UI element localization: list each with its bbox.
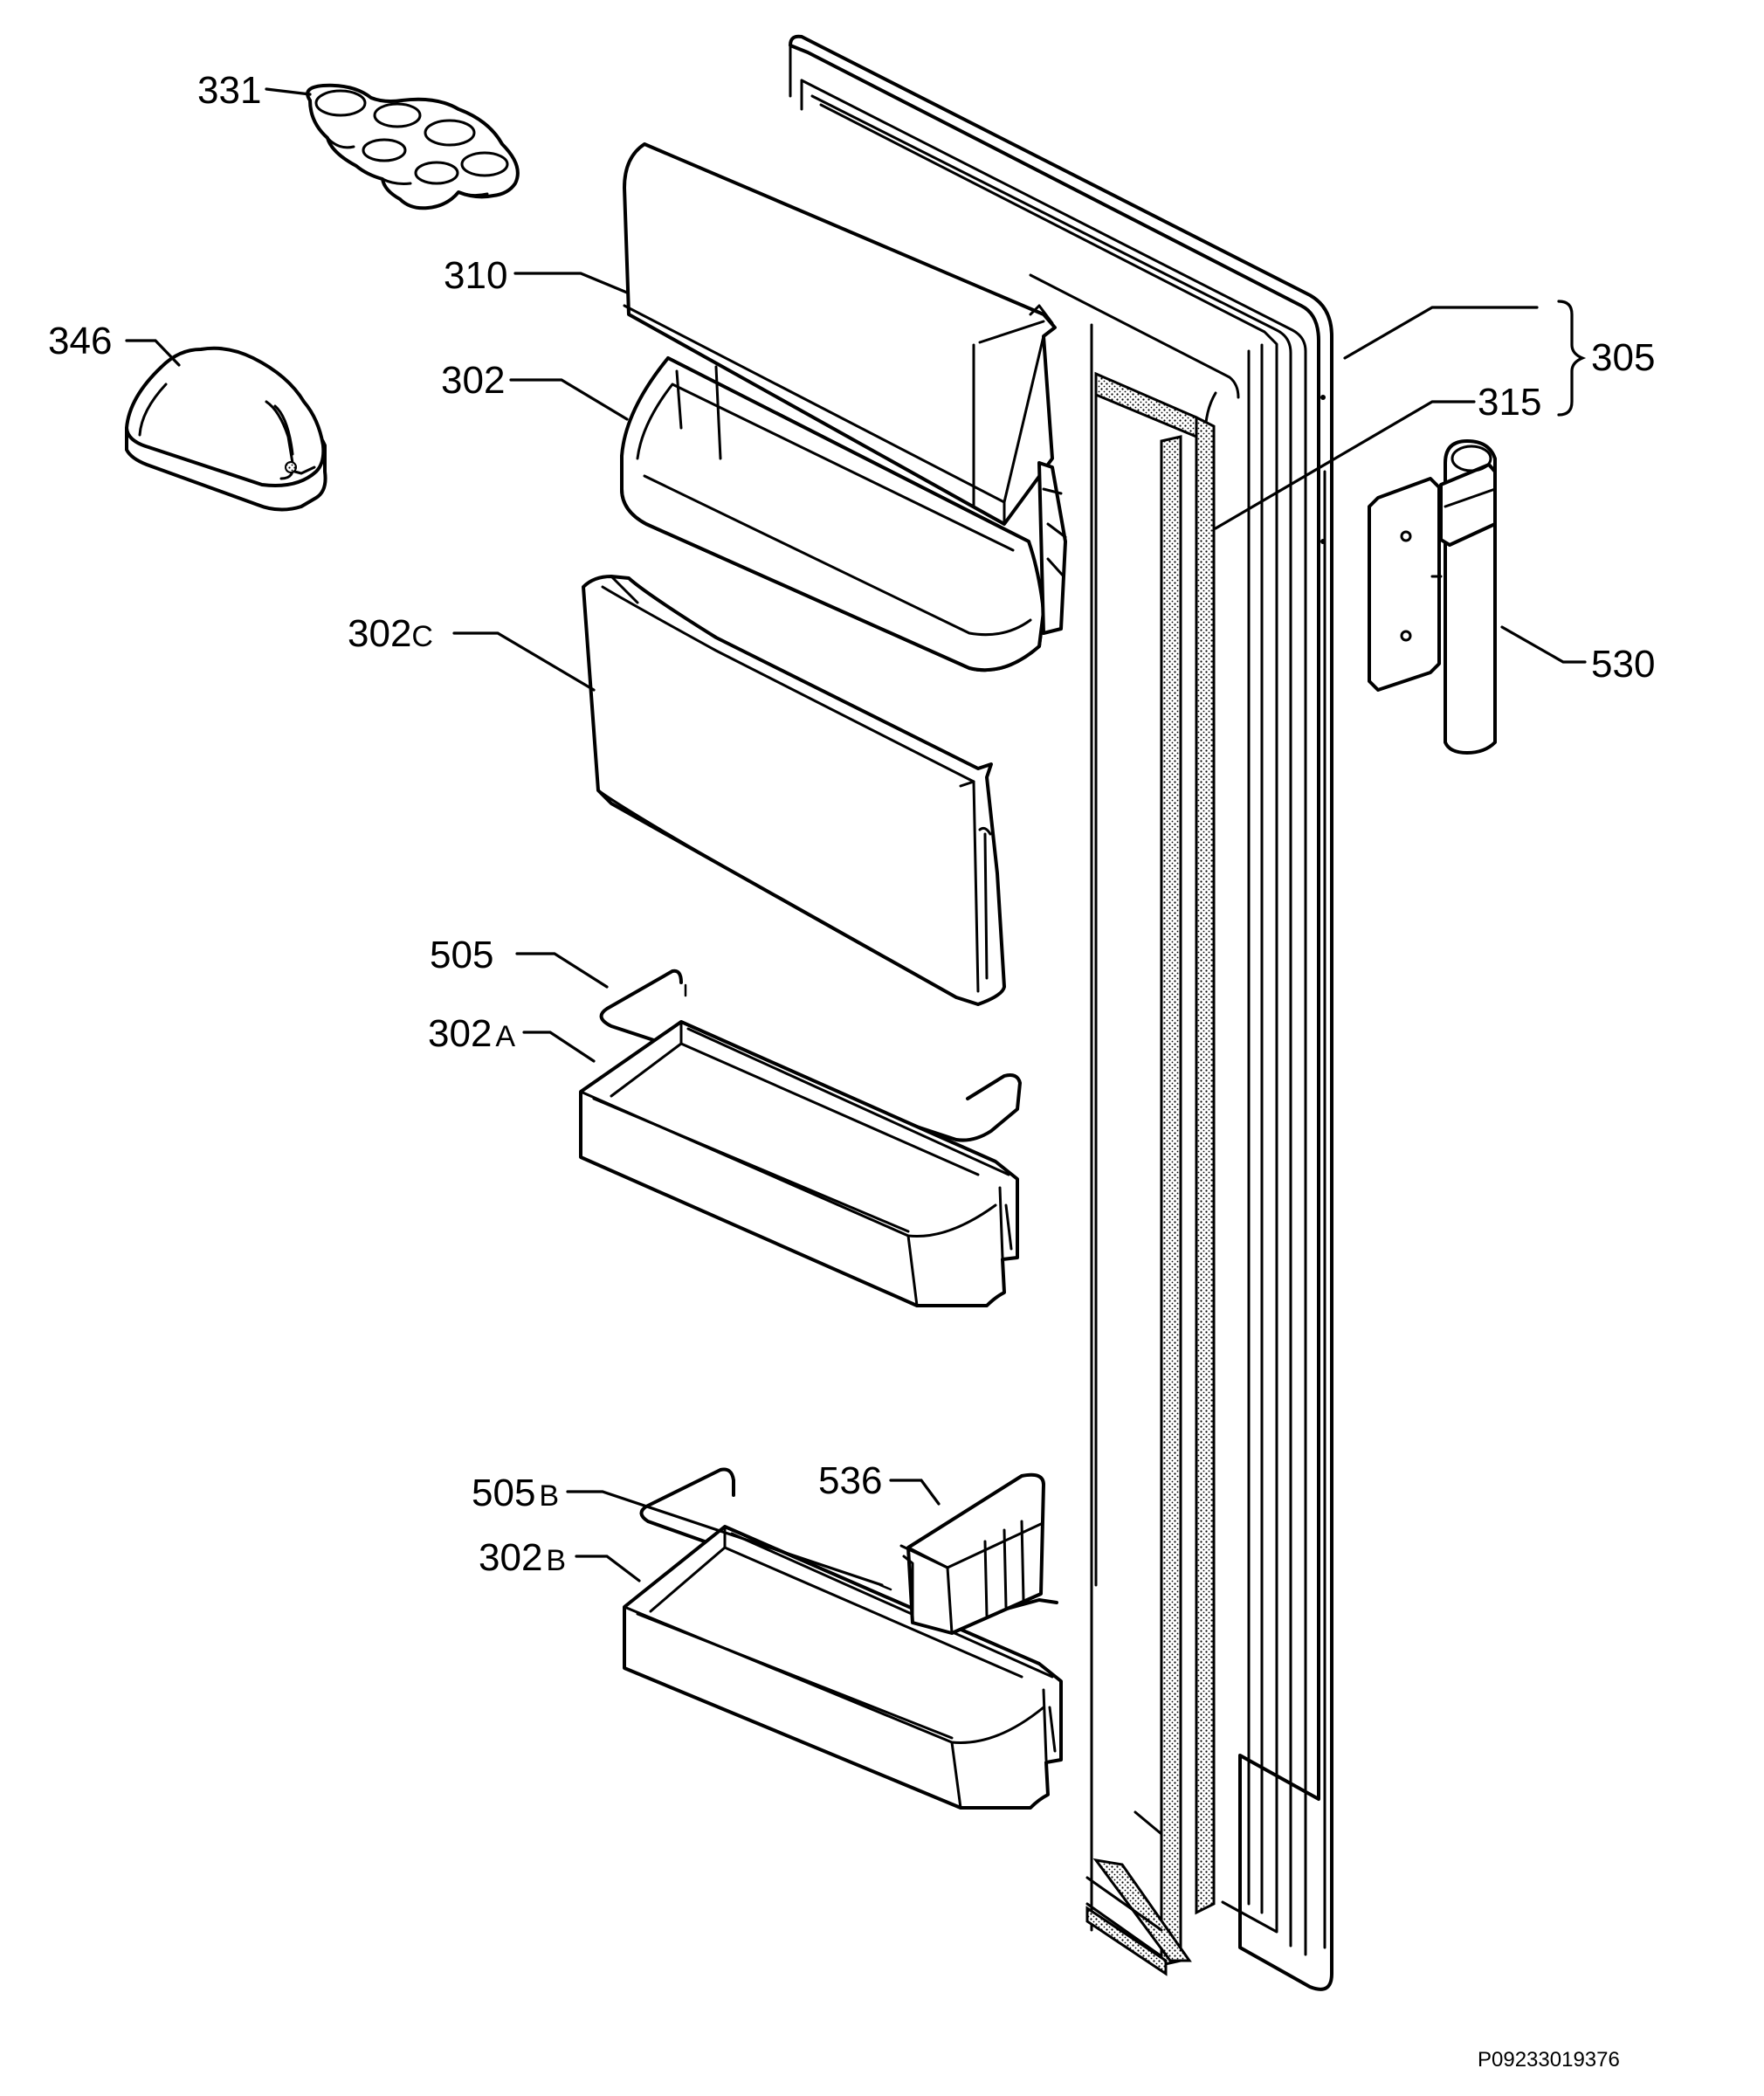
leader-346: [125, 339, 181, 367]
callout-315: 315: [1478, 381, 1541, 424]
middle-door-shelf: [579, 1020, 1019, 1307]
butter-dish: [125, 346, 327, 512]
leader-310: [513, 272, 629, 294]
leader-302: [509, 378, 629, 421]
leader-302a: [522, 1031, 596, 1063]
lower-door-shelf: [623, 1525, 1063, 1810]
dairy-compartment-lid: [623, 142, 1057, 526]
reference-code: P09233019376: [1478, 2048, 1620, 2072]
callout-302b-suffix: B: [546, 1544, 566, 1577]
leader-536: [889, 1479, 941, 1506]
callout-305: 305: [1591, 336, 1655, 379]
callout-505b-number: 505: [472, 1472, 535, 1514]
door-gasket: [1085, 323, 1216, 1976]
callout-302a-suffix: A: [495, 1020, 515, 1053]
callout-310: 310: [444, 254, 507, 297]
bottle-divider: [899, 1472, 1045, 1635]
bottle-rail: [599, 969, 1022, 1142]
leader-302b: [575, 1555, 641, 1582]
upper-door-shelf: [620, 356, 1067, 672]
leader-505b: [566, 1490, 884, 1587]
callout-302c-number: 302: [348, 612, 411, 655]
callout-302: 302: [441, 359, 505, 402]
door-hinge: [1368, 439, 1497, 755]
leader-331: [265, 87, 312, 96]
callout-530: 530: [1591, 643, 1655, 686]
leader-315: [1214, 400, 1476, 530]
callout-536: 536: [818, 1459, 882, 1502]
shelf-front-cover: [582, 575, 1006, 1006]
callout-302b-number: 302: [479, 1536, 542, 1579]
leader-lines: [125, 87, 1587, 1587]
callout-302c: 302C: [348, 612, 433, 655]
leader-505: [515, 952, 609, 989]
leader-302c: [452, 631, 596, 692]
callout-346: 346: [48, 320, 112, 362]
leader-305: [1343, 306, 1539, 360]
callout-505: 505: [430, 934, 493, 976]
brace-305: [1557, 300, 1587, 417]
callout-302a-number: 302: [428, 1012, 492, 1055]
callout-302c-suffix: C: [411, 620, 433, 653]
egg-tray: [306, 83, 520, 210]
callout-331: 331: [197, 69, 261, 112]
leader-530: [1500, 625, 1587, 664]
callout-505b-suffix: B: [539, 1479, 559, 1513]
